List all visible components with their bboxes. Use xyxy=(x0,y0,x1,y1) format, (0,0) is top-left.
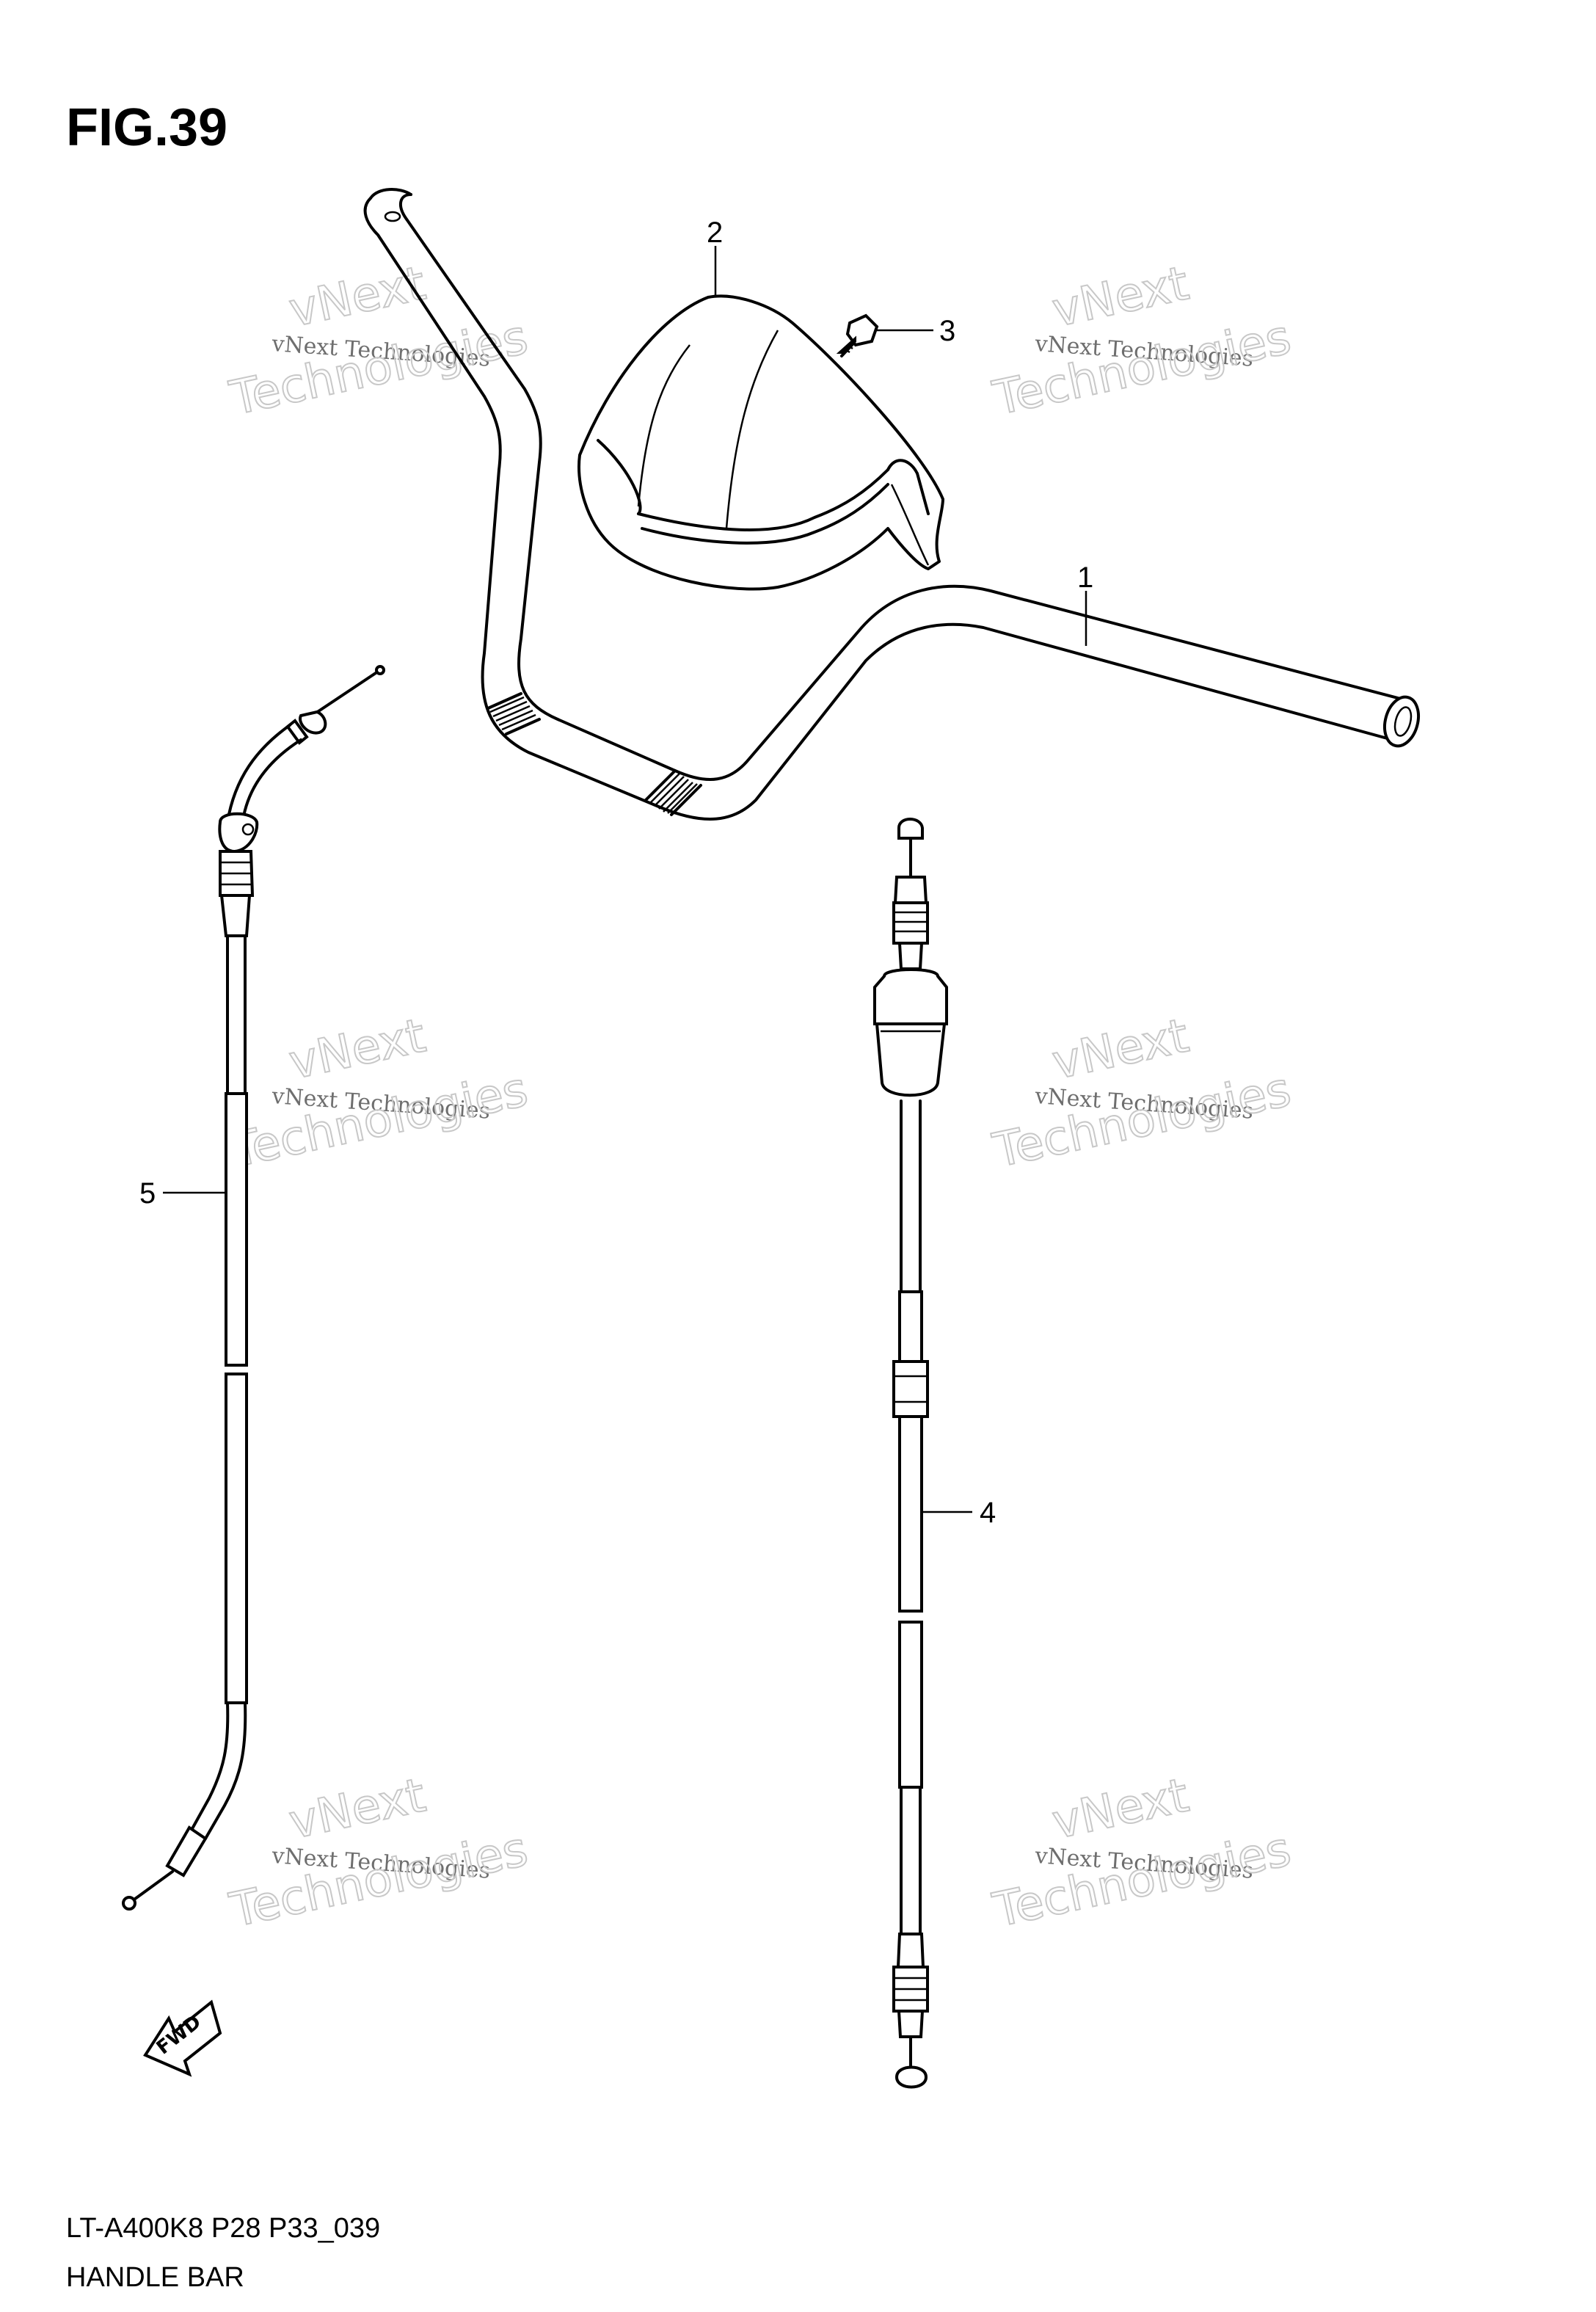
callout-label: 2 xyxy=(707,217,723,249)
watermark-line1: vNext xyxy=(1048,1008,1193,1090)
watermark-top-right: vNext vNext Technologies Technologies xyxy=(988,255,1297,426)
callout-label: 4 xyxy=(980,1497,996,1529)
callout-5: 5 xyxy=(139,1177,226,1210)
model-code-caption: LT-A400K8 P28 P33_039 xyxy=(66,2213,380,2244)
callout-label: 1 xyxy=(1077,561,1093,594)
screw-part xyxy=(836,313,879,357)
callout-4: 4 xyxy=(922,1497,996,1529)
callout-label: 5 xyxy=(139,1177,156,1210)
callout-1: 1 xyxy=(1077,561,1093,646)
callout-label: 3 xyxy=(939,315,955,347)
watermark-bottom-left: vNext vNext Technologies Technologies xyxy=(225,1767,533,1938)
watermark-line1: vNext xyxy=(1048,256,1193,338)
watermark-line3: Technologies xyxy=(225,1822,533,1938)
watermark-mid-right: vNext vNext Technologies Technologies xyxy=(988,1008,1297,1179)
callout-3: 3 xyxy=(877,315,955,347)
watermark-line3: Technologies xyxy=(225,310,533,426)
figure-name-caption: HANDLE BAR xyxy=(66,2262,244,2293)
watermark-mid-left: vNext vNext Technologies Technologies xyxy=(225,1008,533,1179)
brake-cable-part xyxy=(873,818,948,2089)
watermark-line3: Technologies xyxy=(225,1063,533,1179)
watermark-line3: Technologies xyxy=(988,1822,1296,1938)
watermark-bottom-right: vNext vNext Technologies Technologies xyxy=(988,1767,1297,1938)
knurl-band-left xyxy=(487,692,541,735)
callout-2: 2 xyxy=(707,217,723,297)
figure-title: FIG.39 xyxy=(66,98,227,157)
watermark-line3: Technologies xyxy=(988,1063,1296,1179)
knurl-band-right xyxy=(644,769,702,816)
handlebar-part xyxy=(363,188,1421,821)
watermark-line1: vNext xyxy=(285,1768,430,1850)
throttle-cable-part xyxy=(122,665,385,1911)
watermark-line1: vNext xyxy=(1048,1768,1193,1850)
watermark-line1: vNext xyxy=(285,256,430,338)
forward-direction-badge: FWD xyxy=(143,1999,222,2077)
watermark-line1: vNext xyxy=(285,1008,430,1090)
watermark-line3: Technologies xyxy=(988,310,1296,426)
handlebar-cover-part xyxy=(577,294,944,591)
